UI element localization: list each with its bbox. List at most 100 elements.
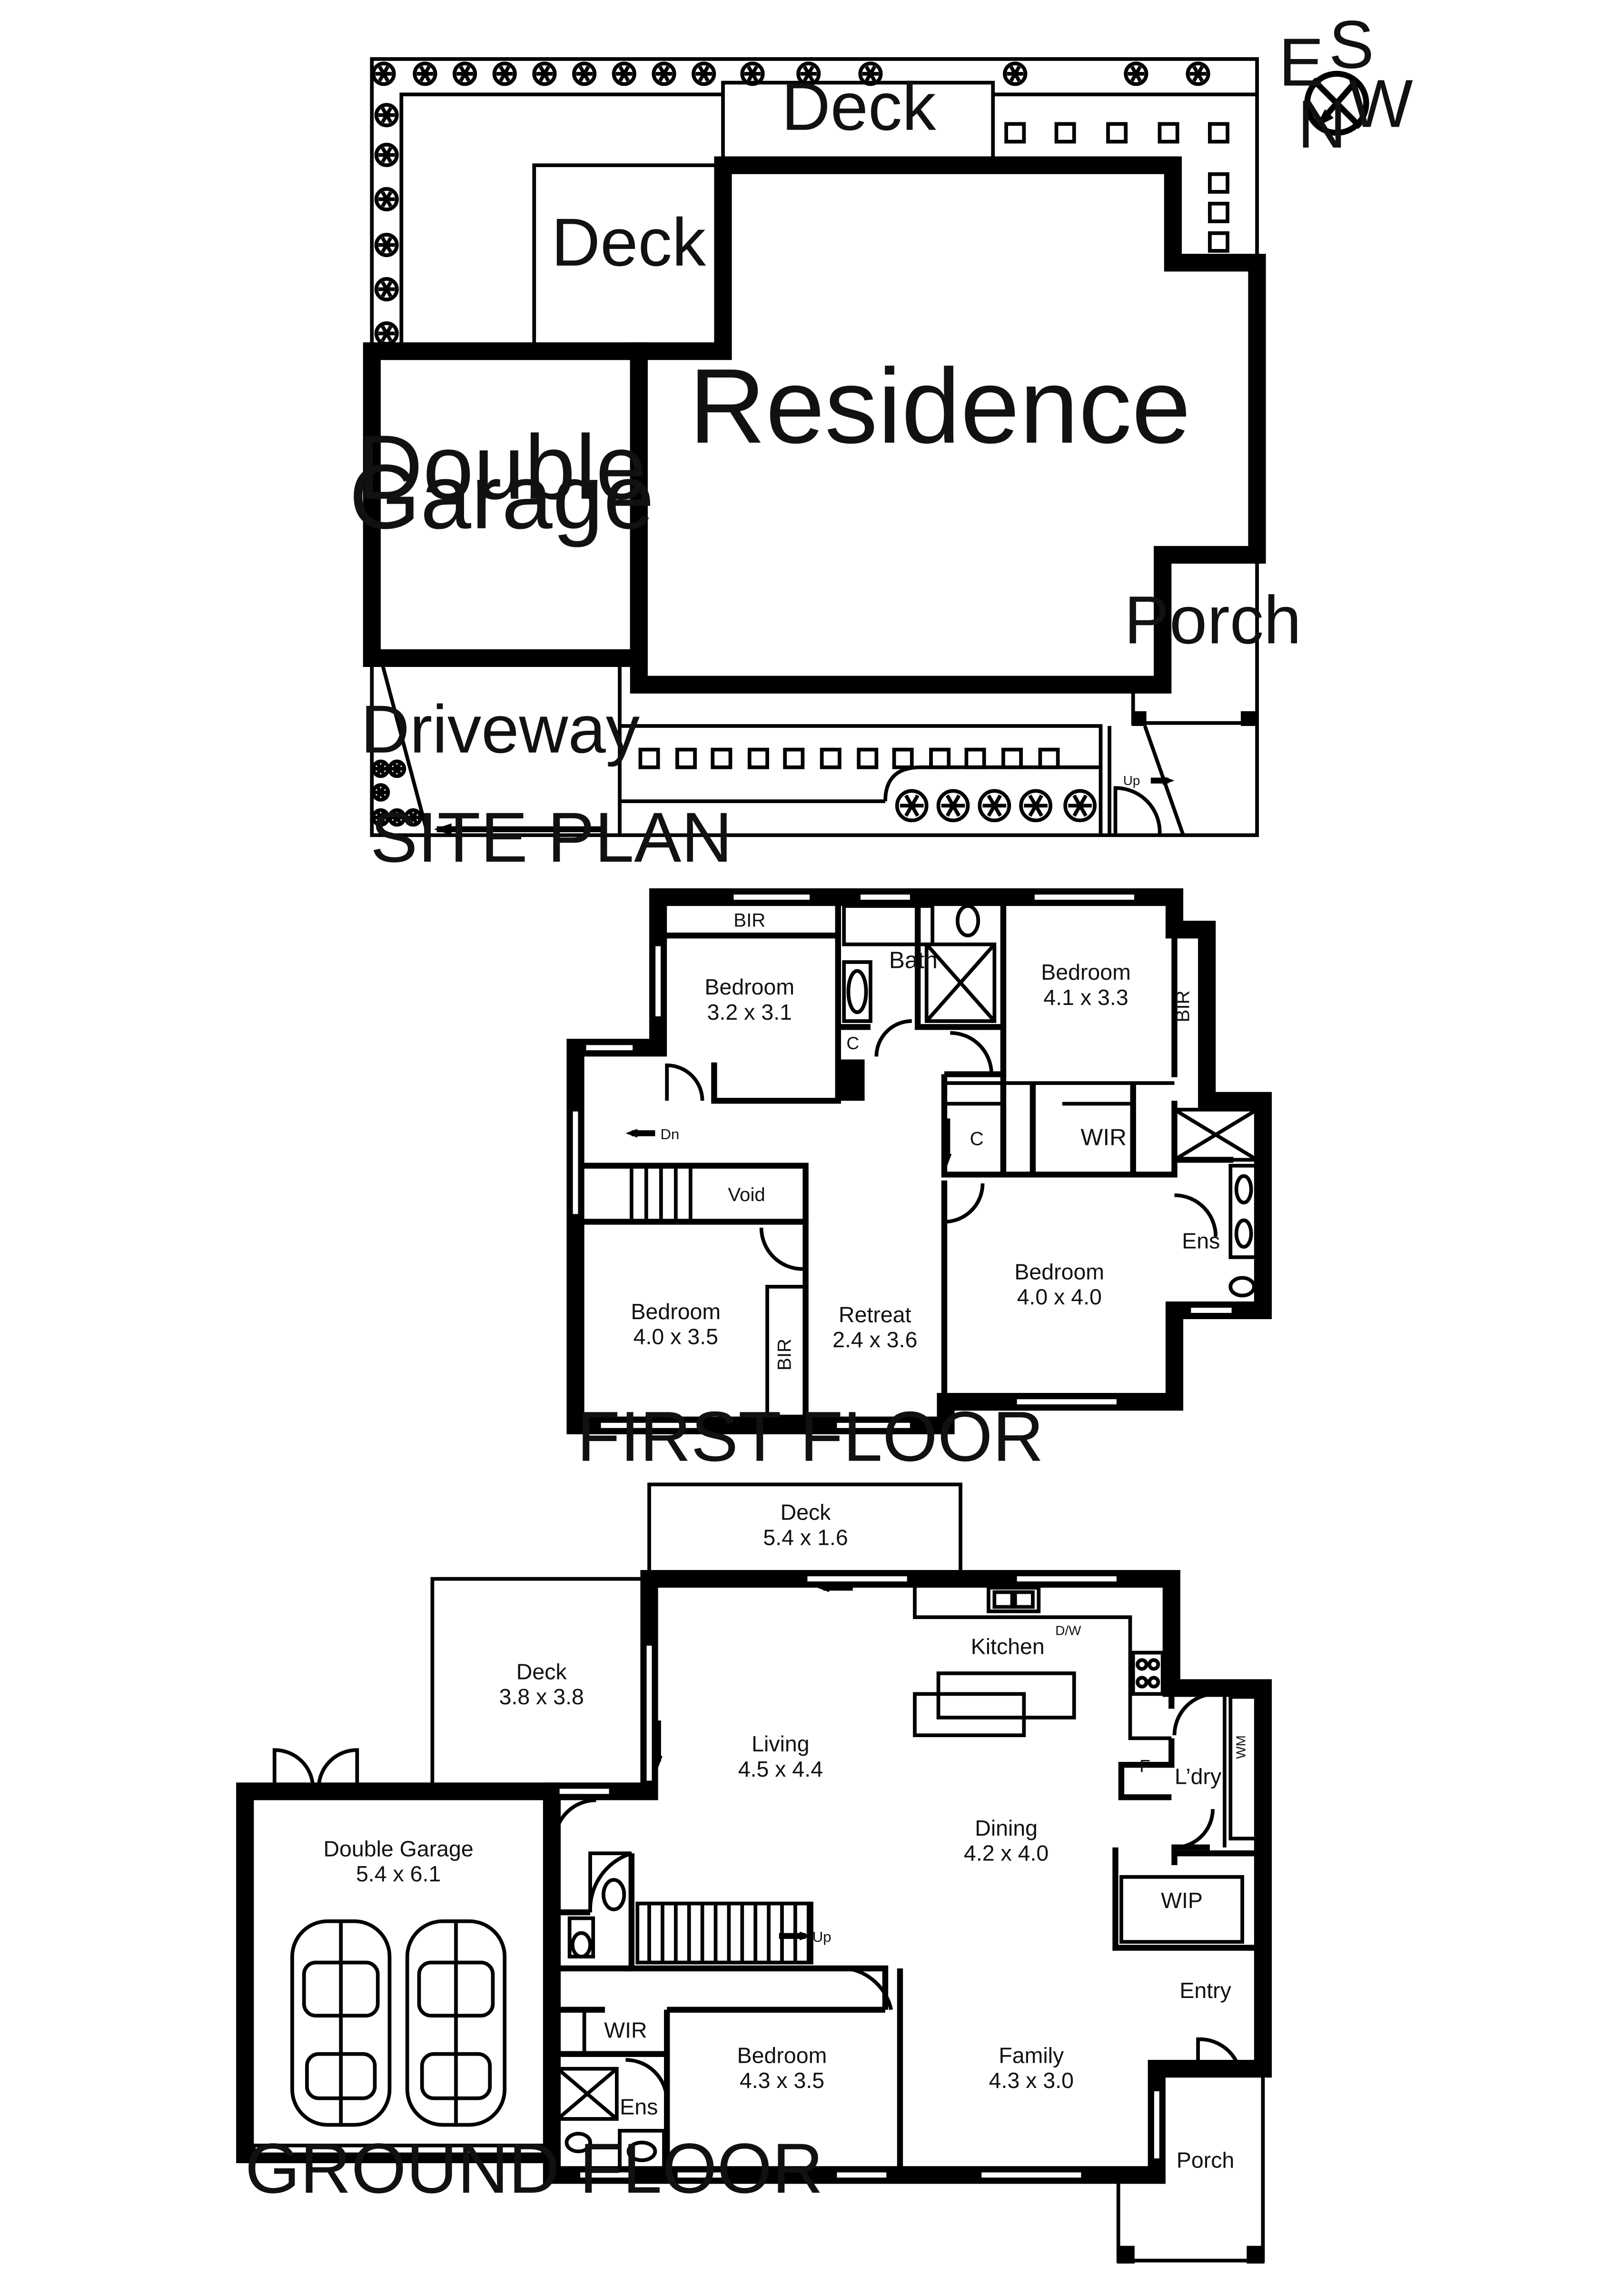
site-porch-label: Porch	[1124, 582, 1301, 658]
first-floor: BIR Bath Bedroom 3.2 x 3.1 Bedroom 4.1 x…	[566, 888, 1272, 1476]
shrub-icon	[572, 61, 597, 86]
gf-entry-label: Entry	[1179, 1978, 1231, 2003]
gf-ens-label: Ens	[620, 2095, 658, 2119]
gf-kitchen-label: Kitchen	[971, 1634, 1045, 1659]
paver-icon	[1208, 122, 1229, 144]
gf-wir-label: WIR	[604, 2018, 647, 2043]
shrub-icon	[532, 61, 557, 86]
paver-icon	[638, 747, 660, 769]
deck-left	[532, 163, 723, 351]
gf-living-name: Living	[752, 1731, 809, 1756]
ff-bath-label: Bath	[889, 946, 938, 973]
site-residence-label: Residence	[689, 347, 1190, 466]
gf-deck-top-size: 5.4 x 1.6	[763, 1525, 848, 1550]
ff-void-label: Void	[728, 1184, 765, 1205]
ff-bed3-name: Bedroom	[1014, 1259, 1104, 1284]
ff-bir-top-label: BIR	[733, 910, 765, 931]
gf-family-name: Family	[999, 2043, 1064, 2067]
ground-floor: Deck 5.4 x 1.6 Deck 3.8 x 3.8 Kitchen D/…	[236, 1482, 1272, 2264]
shrub-icon	[387, 759, 406, 778]
paver-icon	[1038, 747, 1060, 769]
gf-wm-label: WM	[1233, 1735, 1248, 1759]
ff-bir-bottom-label: BIR	[774, 1339, 795, 1371]
shrub-icon	[858, 61, 883, 86]
site-plan-caption: SITE PLAN	[370, 797, 732, 877]
gf-bed-size: 4.3 x 3.5	[740, 2068, 824, 2093]
paver-icon	[1208, 231, 1229, 253]
shrub-icon	[371, 61, 396, 86]
paver-icon	[747, 747, 769, 769]
shrub-icon	[404, 808, 423, 827]
site-garage-label-1: Double	[357, 416, 647, 518]
gf-deck-left	[430, 1577, 650, 1791]
shrub-icon	[740, 61, 765, 86]
gf-up-label: Up	[812, 1928, 831, 1945]
paver-icon	[1054, 122, 1076, 144]
toilet-icon	[955, 904, 980, 938]
gf-f-label: F	[1139, 1756, 1150, 1776]
shrub-icon	[371, 783, 390, 802]
shrub-icon	[895, 789, 929, 823]
paver-icon	[1208, 201, 1229, 223]
gf-bed-name: Bedroom	[737, 2043, 827, 2067]
ff-bed4-name: Bedroom	[631, 1299, 721, 1324]
compass-north-label: N	[1297, 87, 1346, 162]
gf-garage-name: Double Garage	[323, 1836, 473, 1861]
ensuite-shower-icon	[1172, 1108, 1259, 1162]
paver-icon	[820, 747, 841, 769]
ff-ens-label: Ens	[1182, 1228, 1220, 1253]
shrub-icon	[1063, 789, 1097, 823]
site-garage-label-2: Garage	[349, 446, 654, 548]
gf-family-size: 4.3 x 3.0	[989, 2068, 1074, 2093]
compass-icon: S E W N	[1279, 7, 1414, 162]
bathtub-icon	[842, 904, 935, 946]
ground-floor-caption: GROUND FLOOR	[245, 2128, 823, 2208]
cooktop-icon	[1131, 1650, 1165, 1696]
ff-bed2-name: Bedroom	[1041, 960, 1131, 984]
gf-dw-label: D/W	[1055, 1623, 1081, 1638]
ff-retreat-size: 2.4 x 3.6	[832, 1327, 917, 1352]
paver-icon	[1001, 747, 1023, 769]
shrub-icon	[492, 61, 517, 86]
gf-ens-shower-icon	[555, 2067, 619, 2121]
shrub-icon	[453, 61, 477, 86]
shrub-icon	[652, 61, 676, 86]
ff-bed1-name: Bedroom	[705, 974, 795, 999]
ff-bed4-size: 4.0 x 3.5	[633, 1324, 718, 1349]
ff-bir-right-label: BIR	[1172, 990, 1194, 1022]
gf-deck-top	[647, 1482, 962, 1579]
ff-bed3-size: 4.0 x 4.0	[1017, 1284, 1102, 1309]
paver-icon	[1158, 122, 1179, 144]
shrub-icon	[374, 103, 399, 128]
car-icon	[405, 1919, 507, 2127]
gf-deck-top-name: Deck	[781, 1500, 831, 1525]
car-icon	[290, 1919, 392, 2127]
gf-living-size: 4.5 x 4.4	[738, 1757, 823, 1781]
paver-icon	[783, 747, 805, 769]
paver-icon	[892, 747, 914, 769]
paver-icon	[857, 747, 879, 769]
paver-icon	[711, 747, 732, 769]
shrub-icon	[374, 187, 399, 212]
ff-wir-label: WIR	[1081, 1123, 1127, 1150]
ff-c-mid-label: C	[970, 1128, 984, 1149]
paver-icon	[929, 747, 951, 769]
shrub-icon	[936, 789, 970, 823]
gf-deck-left-name: Deck	[516, 1659, 567, 1684]
gf-garage-size: 5.4 x 6.1	[356, 1861, 441, 1886]
garage-outline	[363, 342, 648, 667]
deck-top	[721, 80, 995, 166]
shrub-icon	[978, 789, 1011, 823]
gf-ldry-label: L’dry	[1175, 1764, 1222, 1789]
site-deck-top-label: Deck	[782, 69, 937, 145]
ff-c-left-label: C	[846, 1033, 859, 1053]
ff-bed2-size: 4.1 x 3.3	[1043, 985, 1128, 1010]
shrub-icon	[413, 61, 437, 86]
shrub-icon	[374, 321, 399, 346]
shrub-icon	[796, 61, 821, 86]
site-up-label: Up	[1123, 773, 1140, 788]
gf-dining-size: 4.2 x 4.0	[964, 1841, 1049, 1866]
paver-icon	[675, 747, 697, 769]
